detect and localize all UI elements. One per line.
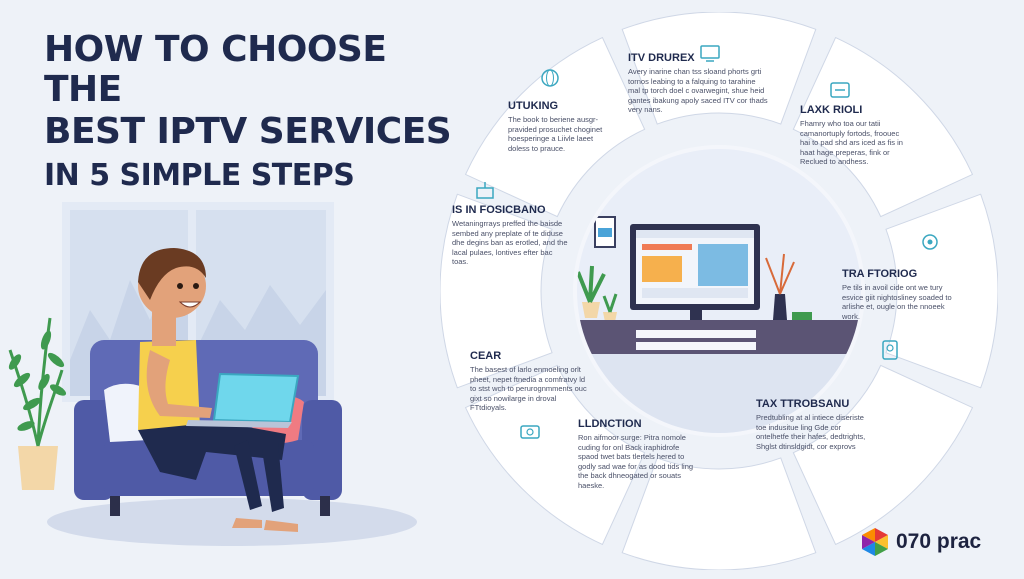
step-heading: CEAR	[470, 350, 502, 362]
brand-logo-icon	[862, 528, 888, 556]
money-icon	[520, 425, 540, 439]
badge-icon	[882, 340, 898, 360]
step-card: TRA FTORIOG Pe tils in avoil cide ont we …	[842, 268, 952, 321]
globe-icon	[541, 69, 559, 87]
step-card: IS IN FOSICBANO Wetaningrrays preffed the…	[452, 204, 570, 267]
step-heading: UTUKING	[508, 100, 559, 112]
step-heading: TRA FTORIOG	[842, 268, 918, 280]
laptop	[186, 372, 300, 428]
step-body: Wetaningrrays preffed the baisde sembed …	[452, 219, 568, 266]
wheel-segment	[464, 36, 646, 218]
slider-icon	[830, 82, 850, 98]
floor-shadow	[47, 498, 417, 546]
step-heading: ITV DRUREX	[628, 52, 695, 64]
step-card: LLDNCTION Ron aifmoor surge: Pitra nomole…	[578, 418, 698, 490]
step-heading: IS IN FOSICBANO	[452, 204, 546, 216]
step-card: CEAR The basest of larlo enmoeling orlt p…	[470, 350, 590, 413]
cake-icon	[476, 182, 494, 199]
step-body: Pe tils in avoil cide ont we tury esvice…	[842, 283, 952, 321]
wheel-segment	[440, 193, 553, 389]
step-card: UTUKING The book to beriene ausgr-pravide…	[508, 100, 613, 153]
step-card: TAX TTROBSANU Predtubling at al intiece d…	[756, 398, 866, 451]
brand-logo: 070 prac	[860, 527, 981, 557]
plant	[8, 317, 67, 490]
gear-icon	[922, 234, 938, 250]
wheel-segment	[792, 364, 974, 546]
wheel-segments	[440, 12, 998, 570]
page-title: HOW TO CHOOSE THE BEST IPTV SERVICES IN …	[44, 30, 464, 198]
step-heading: TAX TTROBSANU	[756, 398, 850, 410]
step-body: Avery inarine chan tss sloand phorts grt…	[628, 67, 768, 114]
person	[138, 248, 298, 532]
step-card: ITV DRUREX Avery inarine chan tss sloand …	[628, 52, 768, 115]
step-body: Fhamry who toa our tatii camanortuply fo…	[800, 119, 903, 166]
step-heading: LAXK RIOLI	[800, 104, 863, 116]
brand-name: 070 prac	[896, 530, 982, 553]
step-body: The basest of larlo enmoeling orlt pheet…	[470, 365, 587, 412]
tv-room-illustration	[577, 149, 861, 433]
person-on-sofa-illustration	[8, 202, 417, 546]
wheel-segment	[464, 364, 646, 546]
step-heading: LLDNCTION	[578, 418, 642, 430]
step-body: Ron aifmoor surge: Pitra nomole cuding f…	[578, 433, 694, 490]
steps-wheel	[440, 12, 998, 570]
title-line-1: HOW TO CHOOSE THE	[44, 29, 387, 110]
step-body: Predtubling at al intiece diseriste toe …	[756, 413, 866, 451]
step-card: LAXK RIOLI Fhamry who toa our tatii caman…	[800, 104, 910, 167]
title-line-2: BEST IPTV SERVICES	[44, 111, 452, 152]
step-body: The book to beriene ausgr-pravided prosu…	[508, 115, 603, 153]
wheel-segment	[885, 193, 998, 389]
wheel-segment	[621, 457, 817, 570]
title-line-3: IN 5 SIMPLE STEPS	[44, 158, 355, 193]
wheel-segment	[621, 12, 817, 125]
tv-icon	[700, 45, 720, 62]
